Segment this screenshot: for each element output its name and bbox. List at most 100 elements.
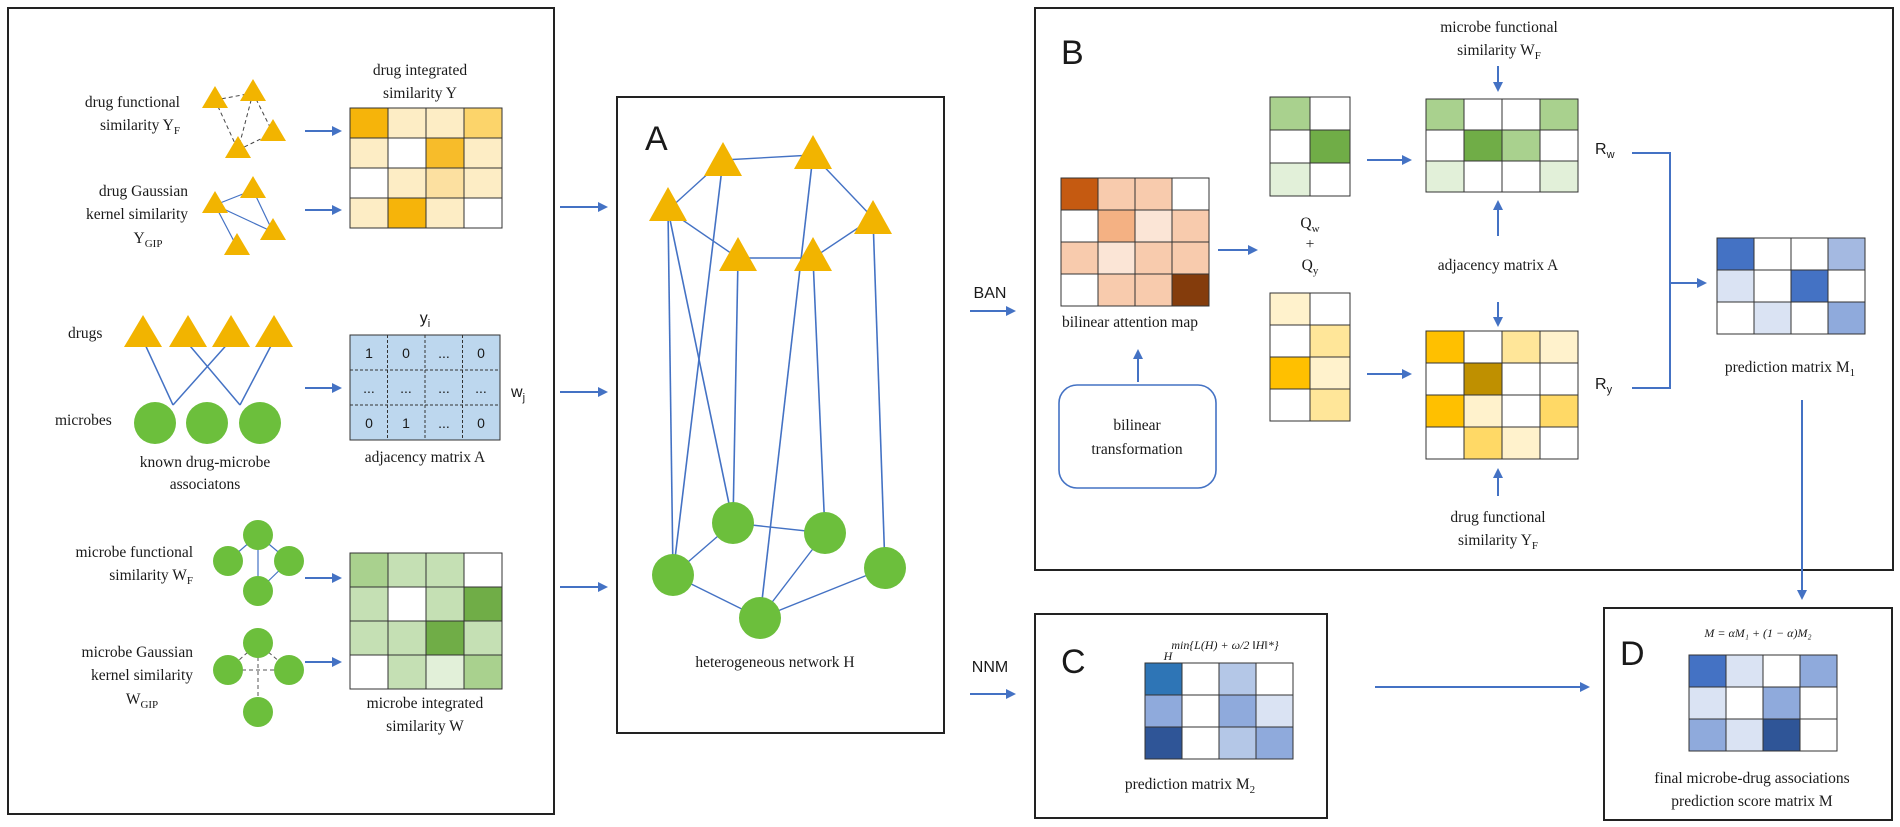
- panel-c-letter: C: [1061, 643, 1086, 681]
- rw-matrix: [1425, 98, 1579, 193]
- matrix-cell: [425, 167, 465, 199]
- matrix-cell: [463, 586, 503, 622]
- final-score-matrix: [1688, 654, 1838, 752]
- matrix-cell: [1144, 726, 1183, 760]
- label-known-assoc-1: known drug-microbe: [140, 454, 271, 471]
- drug-triangle-icon: [224, 233, 250, 255]
- microbe-circle-icon: [134, 402, 176, 444]
- matrix-cell: [1309, 129, 1351, 164]
- drug-triangle-icon: [794, 237, 832, 271]
- edge: [184, 339, 241, 406]
- label-microbe-gaussian-3: WGIP: [126, 691, 158, 711]
- matrix-cell: [1688, 654, 1727, 688]
- label-bilinear-transformation-2: transformation: [1091, 441, 1183, 458]
- matrix-cell: [1539, 394, 1579, 428]
- label-bilinear-transformation-1: bilinear: [1113, 417, 1161, 434]
- label-adj-row-main: w: [510, 384, 523, 401]
- matrix-cell: [1181, 694, 1220, 728]
- drug-functional-network: [202, 79, 286, 158]
- matrix-cell: [1790, 269, 1829, 303]
- label-rw-sub: w: [1606, 149, 1615, 161]
- label-drugs: drugs: [68, 325, 102, 342]
- edge: [142, 339, 174, 406]
- matrix-cell: [1425, 160, 1465, 193]
- drug-triangle-icon: [260, 218, 286, 240]
- matrix-cell: [1539, 129, 1579, 162]
- label-microbe-functional-2: similarity WF: [109, 567, 193, 587]
- panel-b-frame: [1034, 7, 1894, 571]
- matrix-cell: [1309, 324, 1351, 358]
- matrix-cell: [425, 586, 465, 622]
- matrix-cell: [1753, 269, 1792, 303]
- matrix-cell: [463, 137, 503, 169]
- matrix-cell: [1762, 654, 1801, 688]
- drug-triangle-icon: [260, 119, 286, 141]
- label-ry-main: R: [1595, 376, 1607, 393]
- merge-connector: [1632, 152, 1671, 389]
- matrix-cell: [1218, 662, 1257, 696]
- panel-a-letter: A: [645, 120, 668, 158]
- label-drug-gaussian-3-sub: GIP: [145, 238, 163, 250]
- matrix-cell-value: 0: [477, 415, 485, 431]
- microbe-integrated-matrix: [349, 552, 503, 690]
- matrix-cell-value: 0: [365, 415, 373, 431]
- label-final-2: prediction score matrix M: [1671, 793, 1833, 810]
- matrix-cell: [349, 137, 389, 169]
- label-drug-gaussian-3: YGIP: [134, 230, 163, 250]
- matrix-cell: [1688, 686, 1727, 720]
- matrix-cell: [1827, 301, 1866, 335]
- matrix-cell: [1425, 98, 1465, 131]
- drug-triangle-icon: [719, 237, 757, 271]
- prediction-matrix-m2: [1144, 662, 1294, 760]
- matrix-cell: [1425, 362, 1465, 396]
- adjacency-matrix-left: 1 0 ... 0 ... ... ... ... 0 1 ... 0: [349, 334, 501, 441]
- matrix-cell: [1269, 388, 1311, 422]
- microbe-circle-icon: [243, 520, 273, 550]
- label-b-microbe-functional-2-main: similarity W: [1457, 42, 1535, 59]
- matrix-cell-value: 1: [402, 415, 410, 431]
- drug-triangle-icon: [854, 200, 892, 234]
- matrix-cell: [1171, 209, 1210, 243]
- matrix-cell: [1799, 686, 1838, 720]
- label-prediction-m1-main: prediction matrix M: [1725, 359, 1850, 376]
- matrix-cell: [1255, 726, 1294, 760]
- matrix-cell: [1144, 694, 1183, 728]
- label-adj-col: yi: [420, 310, 430, 330]
- matrix-cell: [1269, 96, 1311, 131]
- label-known-assoc-2: associatons: [170, 476, 241, 493]
- drug-triangle-icon: [255, 315, 293, 347]
- label-microbe-functional-2-sub: F: [187, 575, 193, 587]
- label-drug-functional-2-main: similarity Y: [100, 117, 174, 134]
- matrix-cell: [1309, 162, 1351, 197]
- matrix-cell: [1501, 98, 1541, 131]
- qw-matrix: [1269, 96, 1351, 197]
- matrix-cell: [387, 620, 427, 656]
- matrix-cell: [387, 107, 427, 139]
- matrix-cell: [1790, 237, 1829, 271]
- matrix-cell: [1060, 273, 1099, 307]
- matrix-cell-value: 1: [365, 345, 373, 361]
- edge: [239, 339, 275, 406]
- matrix-cell: [387, 586, 427, 622]
- label-ry-sub: y: [1607, 384, 1613, 396]
- drug-triangle-icon: [202, 191, 228, 213]
- microbe-circle-icon: [243, 697, 273, 727]
- microbe-circle-icon: [804, 512, 846, 554]
- matrix-cell: [1269, 129, 1311, 164]
- label-b-microbe-functional-1: microbe functional: [1440, 19, 1558, 36]
- label-adj-row-sub: j: [522, 392, 525, 404]
- label-prediction-m2: prediction matrix M2: [1125, 776, 1255, 796]
- matrix-cell: [1171, 241, 1210, 275]
- matrix-cell: [1463, 426, 1503, 460]
- matrix-cell: [1501, 160, 1541, 193]
- label-b-drug-functional-2-sub: F: [1532, 540, 1538, 552]
- label-drug-functional-2-sub: F: [174, 125, 180, 137]
- label-bilinear-attention-map: bilinear attention map: [1062, 314, 1198, 331]
- matrix-cell: [1725, 718, 1764, 752]
- panel-c-frame: [1034, 613, 1328, 819]
- bilinear-transformation-box: [1058, 384, 1217, 489]
- microbe-functional-network: [213, 520, 304, 606]
- matrix-cell-value: ...: [363, 380, 375, 396]
- label-microbe-functional-1: microbe functional: [76, 544, 194, 561]
- label-microbe-integrated-2: similarity W: [386, 718, 464, 735]
